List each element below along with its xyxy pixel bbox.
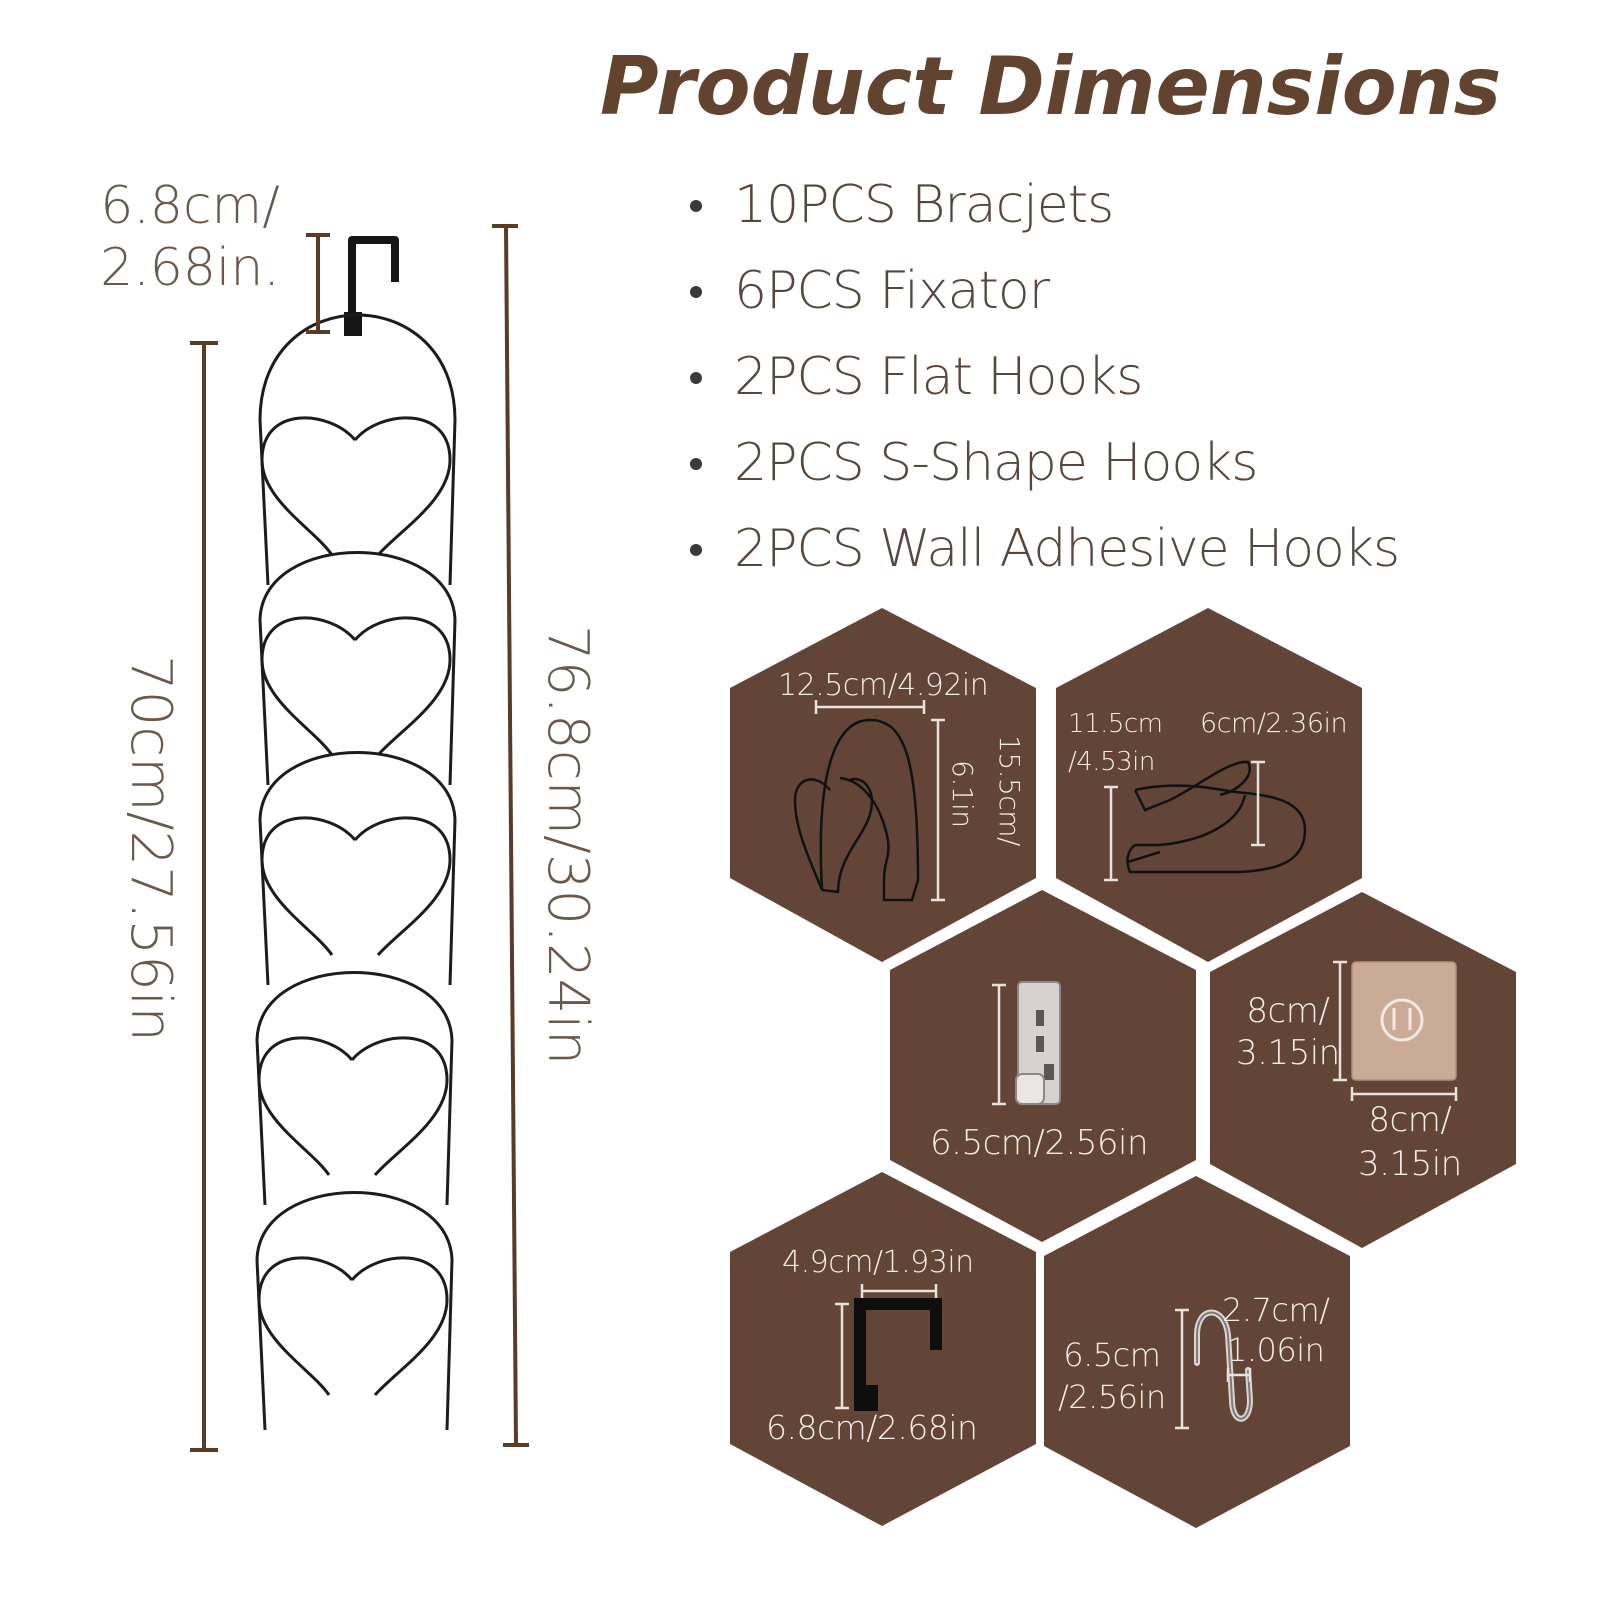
fixator-part-icon <box>1126 760 1307 874</box>
bracket-part-icon <box>793 718 920 902</box>
s-hook-part-icon <box>1194 1309 1254 1422</box>
heart-frame <box>258 551 457 786</box>
s-hook-dimension-lines <box>1175 1308 1252 1430</box>
hook-dimension-label: 6.8cm/ 2.68in. <box>100 176 280 298</box>
flat-hook-dimension-lines <box>835 1284 938 1410</box>
body-height-label: 70cm/27.56in <box>118 655 183 1042</box>
fixator-dimension-lines <box>1104 760 1265 882</box>
list-item: 2PCS Flat Hooks <box>690 342 1399 428</box>
contents-list: 10PCS Bracjets 6PCS Fixator 2PCS Flat Ho… <box>690 170 1400 600</box>
hexagon-flat-hook <box>730 1172 1036 1526</box>
total-height-label: 76.8cm/30.24in <box>535 625 600 1066</box>
heart-frame <box>255 971 454 1206</box>
clip-dimension-lines <box>992 983 1006 1106</box>
list-item: 2PCS S-Shape Hooks <box>690 428 1399 514</box>
flat-hook-width-label: 4.9cm/1.93in <box>782 1245 974 1280</box>
list-item: 2PCS Wall Adhesive Hooks <box>690 514 1400 600</box>
adhesive-width-label: 8cm/ 3.15in <box>1358 1100 1462 1184</box>
list-item: 10PCS Bracjets <box>690 170 1399 256</box>
fixator-width-label: 6cm/2.36in <box>1200 708 1348 739</box>
fixator-length-label: 11.5cm /4.53in <box>1068 709 1163 777</box>
bracket-dimension-lines <box>814 700 945 902</box>
rack-illustration <box>190 224 529 1452</box>
hexagon-fixator <box>1056 608 1362 962</box>
hexagon-bracket <box>730 608 1036 962</box>
s-hook-width-label: 2.7cm/ 1.06in <box>1222 1291 1330 1369</box>
list-item: 6PCS Fixator <box>690 256 1399 342</box>
bracket-width-label: 12.5cm/4.92in <box>778 668 989 703</box>
flat-hook-part-icon <box>854 1298 942 1411</box>
s-hook-height-label: 6.5cm /2.56in <box>1058 1336 1166 1416</box>
clip-size-label: 6.5cm/2.56in <box>930 1123 1149 1163</box>
flat-hook-height-label: 6.8cm/2.68in <box>766 1408 978 1447</box>
heart-frame <box>258 751 457 986</box>
page-title: Product Dimensions <box>600 40 1502 133</box>
bracket-height-label-inch: 6.1in <box>946 760 979 828</box>
heart-frame <box>258 313 457 586</box>
adhesive-height-label: 8cm/ 3.15in <box>1236 991 1340 1073</box>
dimension-lines <box>190 224 529 1452</box>
rack-frame <box>255 236 457 1431</box>
heart-frame <box>255 1191 454 1431</box>
hexagon-backgrounds <box>730 608 1516 1528</box>
adhesive-dimension-lines <box>1333 960 1458 1101</box>
bracket-height-label: 15.5cm/ <box>993 735 1026 846</box>
clip-part-icon <box>1015 981 1061 1105</box>
adhesive-hook-part-icon <box>1351 961 1457 1081</box>
